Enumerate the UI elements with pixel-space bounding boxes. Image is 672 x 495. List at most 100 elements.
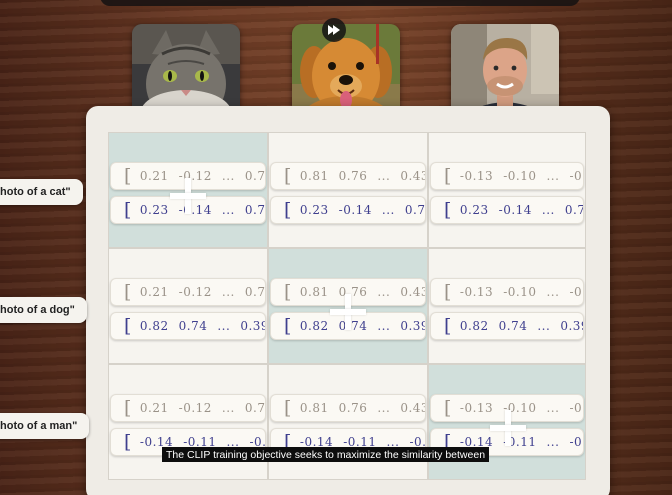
vector-value-v2: 0.76 — [338, 401, 368, 415]
vector-open-bracket: [ — [124, 199, 132, 221]
vector-open-bracket: [ — [124, 165, 132, 187]
vector-value-v1: -0.14 — [459, 435, 494, 449]
vector-value-dots: ... — [377, 319, 391, 333]
vector-open-bracket: [ — [444, 165, 452, 187]
matrix-cell-3-r0c1 — [268, 132, 428, 248]
vector-open-bracket: [ — [284, 431, 292, 453]
vector-open-bracket: [ — [284, 199, 292, 221]
vector-value-vn: 0.39 — [400, 319, 425, 333]
vector-value-v2: 0.74 — [498, 319, 528, 333]
vector-value-v1: 0.81 — [299, 285, 329, 299]
vector-value-v1: 0.23 — [299, 203, 329, 217]
vector-value-v1: 0.82 — [139, 319, 169, 333]
vector-value-v1: 0.21 — [139, 401, 169, 415]
play-next-icon — [328, 25, 340, 35]
vector-value-v1: 0.23 — [139, 203, 169, 217]
vector-open-bracket: [ — [284, 315, 292, 337]
image-embedding-card: [0.810.76...0.43] — [270, 394, 426, 422]
vector-value-vn: -0.54 — [249, 435, 265, 449]
vector-value-dots: ... — [537, 319, 551, 333]
vector-value-v2: -0.12 — [178, 285, 212, 299]
vector-value-vn: 0.43 — [400, 401, 425, 415]
vector-value-v2: -0.11 — [503, 435, 537, 449]
vector-value-dots: ... — [217, 319, 231, 333]
vector-value-v2: 0.76 — [338, 169, 368, 183]
vector-open-bracket: [ — [444, 281, 452, 303]
vector-open-bracket: [ — [284, 165, 292, 187]
plus-icon — [330, 294, 366, 330]
vector-value-vn: -0.56 — [569, 285, 583, 299]
video-top-bar — [100, 0, 580, 6]
text-label-man: hoto of a man" — [0, 413, 90, 439]
vector-value-v2: -0.12 — [178, 401, 212, 415]
text-label-dog: hoto of a dog" — [0, 297, 87, 323]
vector-value-dots: ... — [221, 285, 235, 299]
text-embedding-card: [0.23-0.14...0.75] — [430, 196, 584, 224]
image-embedding-card: [0.21-0.12...0.71] — [110, 162, 266, 190]
vector-value-vn: 0.39 — [240, 319, 265, 333]
vector-value-vn: 0.43 — [400, 169, 425, 183]
vector-value-v1: -0.14 — [299, 435, 334, 449]
vector-value-dots: ... — [221, 203, 235, 217]
vector-value-v2: -0.11 — [183, 435, 217, 449]
vector-value-dots: ... — [221, 401, 235, 415]
matrix-cell-3-r2c1 — [268, 364, 428, 480]
vector-value-vn: 0.75 — [244, 203, 266, 217]
vector-value-vn: -0.56 — [569, 401, 583, 415]
vector-value-v1: 0.82 — [459, 319, 489, 333]
vector-open-bracket: [ — [124, 281, 132, 303]
vector-value-vn: -0.54 — [569, 435, 583, 449]
vector-value-v1: 0.81 — [299, 401, 329, 415]
vector-value-dots: ... — [381, 203, 395, 217]
vector-value-vn: 0.71 — [244, 169, 266, 183]
vector-value-dots: ... — [546, 169, 560, 183]
vector-value-v1: 0.23 — [459, 203, 489, 217]
vector-value-v2: 0.74 — [178, 319, 208, 333]
matrix-cell-3-r2c0 — [108, 364, 268, 480]
image-embedding-card: [-0.13-0.10...-0.56] — [430, 278, 584, 306]
vector-value-dots: ... — [377, 285, 391, 299]
vector-value-vn: 0.71 — [244, 401, 266, 415]
matrix-cell-3-r0c2 — [428, 132, 586, 248]
matrix-cell-3-r1c2 — [428, 248, 586, 364]
vector-value-v2: -0.10 — [503, 401, 537, 415]
vector-value-vn: 0.39 — [560, 319, 583, 333]
vector-value-v2: -0.14 — [498, 203, 532, 217]
vector-value-vn: -0.56 — [569, 169, 583, 183]
vector-value-dots: ... — [221, 169, 235, 183]
vector-value-v2: -0.11 — [343, 435, 377, 449]
matrix-cell-3-r1c0 — [108, 248, 268, 364]
play-next-button[interactable] — [322, 18, 346, 42]
vector-value-v1: 0.82 — [299, 319, 329, 333]
plus-icon — [170, 178, 206, 214]
text-embedding-card: [-0.14-0.11...-0.54] — [270, 428, 426, 456]
vector-value-v1: 0.21 — [139, 169, 169, 183]
vector-value-v2: -0.14 — [338, 203, 372, 217]
vector-open-bracket: [ — [124, 397, 132, 419]
vector-open-bracket: [ — [124, 431, 132, 453]
vector-value-v1: -0.14 — [139, 435, 174, 449]
text-embedding-card: [0.23-0.14...0.75] — [270, 196, 426, 224]
vector-value-v1: -0.13 — [459, 285, 494, 299]
vector-open-bracket: [ — [124, 315, 132, 337]
vector-value-dots: ... — [546, 435, 560, 449]
vector-open-bracket: [ — [444, 397, 452, 419]
text-embedding-card: [0.820.74...0.39] — [110, 312, 266, 340]
vector-open-bracket: [ — [444, 431, 452, 453]
vector-value-vn: 0.75 — [564, 203, 583, 217]
image-embedding-card: [0.21-0.12...0.71] — [110, 278, 266, 306]
image-embedding-card: [0.21-0.12...0.71] — [110, 394, 266, 422]
image-embedding-card: [0.810.76...0.43] — [270, 162, 426, 190]
vector-value-vn: -0.54 — [409, 435, 425, 449]
text-label-cat: hoto of a cat" — [0, 179, 83, 205]
vector-open-bracket: [ — [284, 397, 292, 419]
plus-icon — [490, 410, 526, 446]
vector-open-bracket: [ — [284, 281, 292, 303]
vector-value-dots: ... — [377, 401, 391, 415]
vector-value-v1: 0.81 — [299, 169, 329, 183]
image-embedding-card: [-0.13-0.10...-0.56] — [430, 162, 584, 190]
video-caption: The CLIP training objective seeks to max… — [162, 447, 490, 462]
vector-value-v2: -0.10 — [503, 285, 537, 299]
text-embedding-card: [0.820.74...0.39] — [430, 312, 584, 340]
vector-value-dots: ... — [546, 401, 560, 415]
